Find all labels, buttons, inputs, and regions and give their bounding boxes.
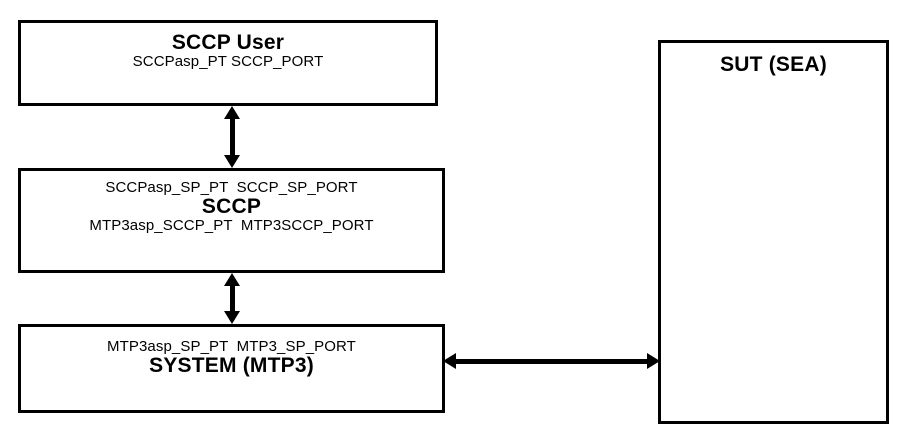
node-sccp-title: SCCP: [201, 194, 262, 218]
arrow-shaft: [453, 359, 650, 364]
node-sut: SUT (SEA): [658, 40, 889, 424]
connector-sccp-user-to-sccp: [224, 106, 240, 168]
arrow-shaft: [230, 116, 235, 158]
arrow-shaft: [230, 283, 235, 314]
arrow-head-right-icon: [647, 353, 660, 369]
connector-system-mtp3-to-sut: [443, 353, 660, 369]
arrow-head-left-icon: [443, 353, 456, 369]
node-sccp-user-ports-below: SCCPasp_PT SCCP_PORT: [132, 53, 324, 71]
node-system-mtp3: MTP3asp_SP_PT MTP3_SP_PORT SYSTEM (MTP3): [18, 324, 445, 413]
node-system-mtp3-ports-above: MTP3asp_SP_PT MTP3_SP_PORT: [107, 338, 356, 355]
arrow-head-down-icon: [224, 155, 240, 168]
node-system-mtp3-title: SYSTEM (MTP3): [149, 353, 314, 377]
node-sccp-ports-below: MTP3asp_SCCP_PT MTP3SCCP_PORT: [89, 216, 374, 234]
arrow-head-up-icon: [224, 106, 240, 119]
node-sccp-ports-above: SCCPasp_SP_PT SCCP_SP_PORT: [105, 179, 358, 196]
node-sut-title: SUT (SEA): [720, 53, 827, 76]
node-sccp-user: SCCP User SCCPasp_PT SCCP_PORT: [18, 20, 438, 106]
connector-sccp-to-system-mtp3: [224, 273, 240, 324]
arrow-head-down-icon: [224, 311, 240, 324]
node-sccp-user-title: SCCP User: [171, 31, 285, 54]
node-sccp: SCCPasp_SP_PT SCCP_SP_PORT SCCP MTP3asp_…: [18, 168, 445, 273]
arrow-head-up-icon: [224, 273, 240, 286]
